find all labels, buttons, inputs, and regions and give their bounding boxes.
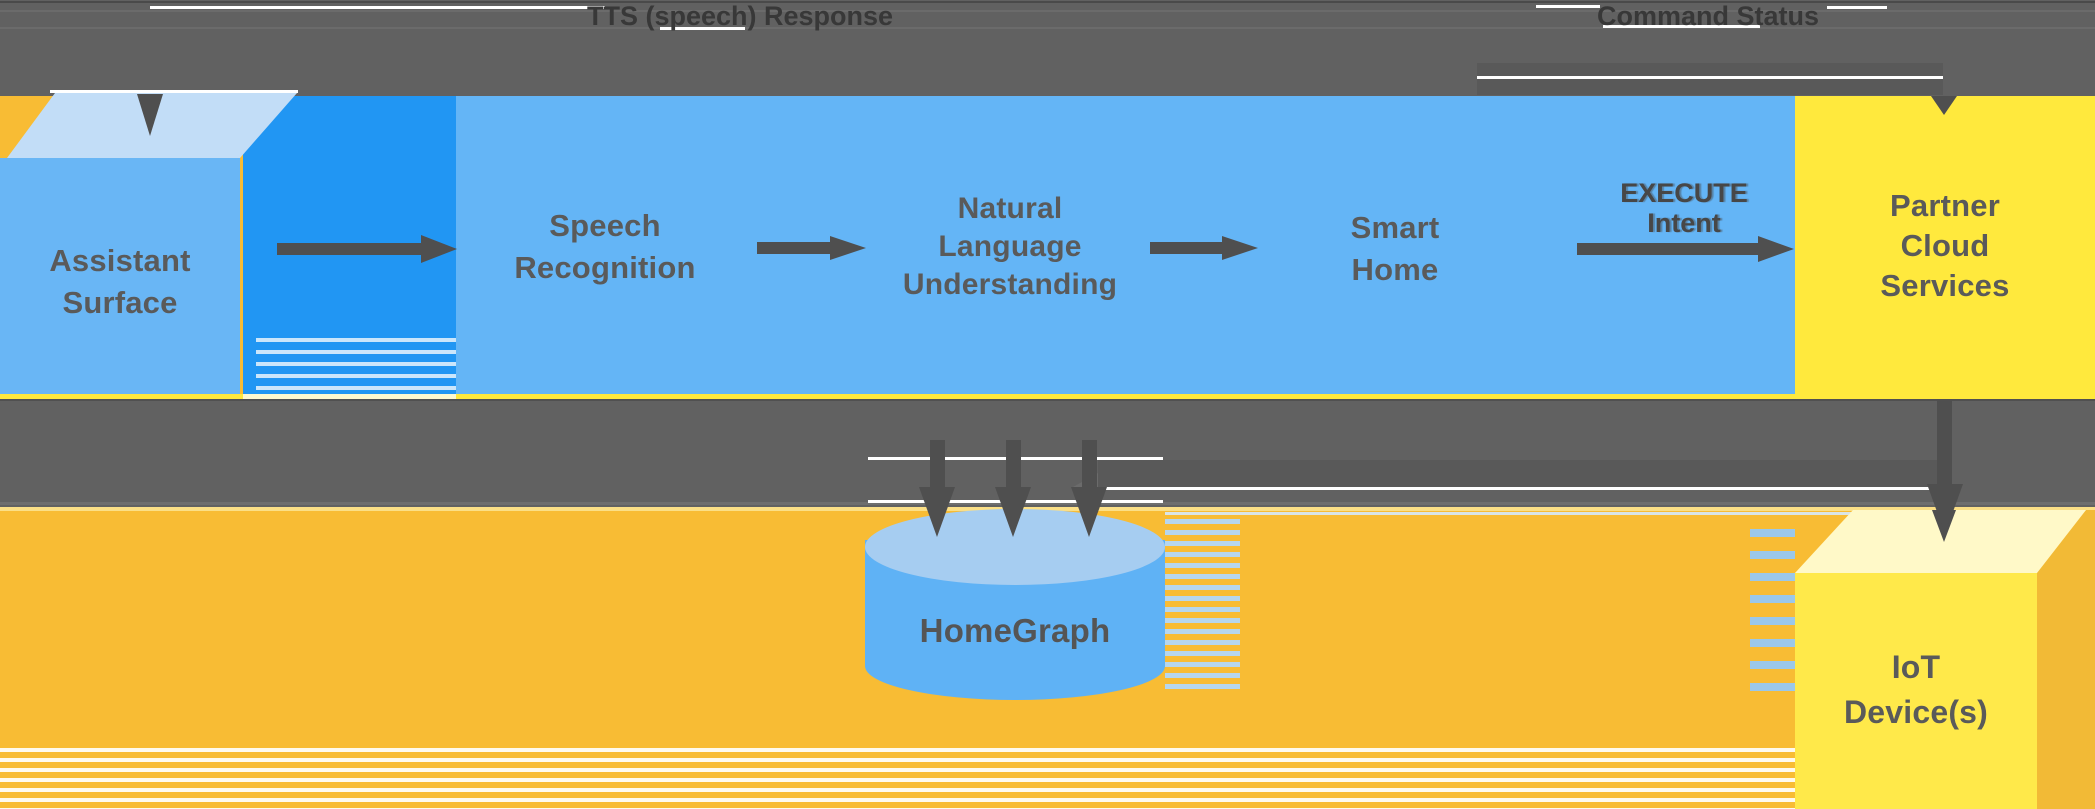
top-bar-streak-faint-3: [0, 27, 2095, 29]
flow-arrow-smarthome-to-partner: [1577, 243, 1760, 255]
homegraph-streaks-right: [1165, 513, 1240, 695]
assistant-surface-front-face: [0, 158, 240, 394]
under-box-yellow-strip: [0, 394, 2095, 399]
tts-response-label: TTS (speech) Response: [586, 1, 894, 31]
homegraph-label: HomeGraph: [919, 612, 1111, 649]
flow-arrow-assistant-to-pipeline: [277, 243, 423, 255]
homegraph-streak-long: [1165, 512, 1855, 515]
iot-device-label: IoT Device(s): [1843, 649, 1989, 730]
motion-streak: [660, 27, 745, 30]
middle-return-bar: [0, 399, 2095, 507]
homegraph-arrow-stem: [1006, 440, 1021, 490]
top-bar-streak-faint-1: [0, 1, 2095, 3]
command-status-label: Command Status: [1596, 1, 1820, 31]
nlu-label: Natural Language Understanding: [902, 192, 1118, 301]
flow-arrowhead-icon: [421, 235, 457, 263]
smart-home-label: Smart Home: [1350, 210, 1440, 287]
assistant-surface-side-streaks: [256, 330, 456, 392]
homegraph-arrowhead-icon: [919, 487, 955, 537]
flow-arrow-nlu-to-smarthome: [1150, 242, 1222, 254]
flow-arrow-speech-to-nlu: [757, 242, 830, 254]
partner-notch-arrowhead-icon: [1931, 96, 1957, 115]
assistant-lid-highlight: [50, 90, 298, 93]
top-bar-streak-faint-2: [0, 10, 2095, 12]
partner-cloud-box: [1795, 96, 2095, 394]
iot-arrow-stem: [1937, 399, 1952, 485]
middle-bar-streak-faint-top: [0, 399, 2095, 401]
homegraph-arrowhead-icon: [1071, 487, 1107, 537]
speech-recognition-label: Speech Recognition: [514, 208, 696, 285]
motion-streak: [1827, 6, 1887, 9]
flow-arrowhead-icon: [1222, 236, 1258, 260]
bottom-motion-streaks-left: [0, 742, 1795, 809]
middle-bar-arrow-line: [1098, 487, 1940, 490]
iot-arrowhead-icon: [1927, 484, 1963, 534]
middle-bar-arrow-band: [1098, 460, 1943, 487]
motion-streak: [1536, 5, 1600, 8]
assistant-notch-arrowhead-icon: [137, 94, 163, 136]
motion-streak: [1603, 25, 1760, 28]
command-status-arrow-line: [1477, 76, 1943, 79]
command-status-arrow-band: [1477, 63, 1943, 95]
middle-bar-streak-faint-bottom: [0, 502, 2095, 505]
intent-type-label: EXECUTE: [1620, 178, 1748, 208]
flow-arrowhead-icon: [830, 236, 866, 260]
assistant-surface-label: Assistant Surface: [49, 243, 191, 320]
motion-streak: [150, 6, 605, 9]
homegraph-arrow-stem: [930, 440, 945, 490]
homegraph-arrow-stem: [1082, 440, 1097, 490]
partner-cloud-label: Partner Cloud Services: [1880, 188, 2010, 303]
homegraph-arrowhead-icon: [995, 487, 1031, 537]
iot-streaks-left: [1750, 515, 1795, 695]
assistant-pipeline-box: [456, 96, 1795, 394]
under-box-white-strip: [243, 394, 456, 399]
flow-arrowhead-icon: [1758, 236, 1794, 262]
intent-word-label: Intent: [1647, 208, 1721, 238]
iot-device-front-face: [1795, 573, 2037, 809]
